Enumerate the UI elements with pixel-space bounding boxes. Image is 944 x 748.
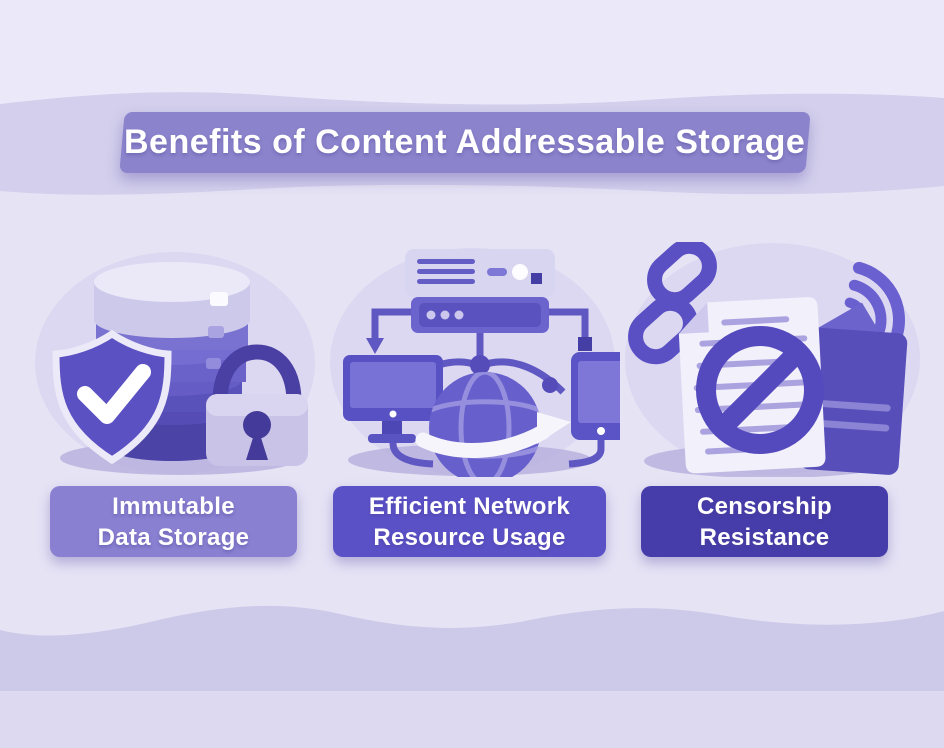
label-line: Resource Usage (373, 523, 566, 551)
dark-card-icon (798, 302, 908, 475)
label-line: Data Storage (97, 523, 250, 551)
server-icon (405, 249, 555, 333)
benefit-label-censorship-resistance: Censorship Resistance (641, 486, 888, 557)
monitor-icon (343, 355, 443, 443)
label-line: Efficient Network (368, 492, 571, 520)
connector-node (578, 337, 592, 351)
globe-icon (415, 372, 571, 477)
network-node (470, 355, 490, 375)
shield-check-icon (52, 329, 172, 465)
database-shield-lock-icon (52, 262, 308, 475)
server-devices-globe-icon (343, 249, 620, 477)
swoosh-arrowhead-icon (537, 412, 571, 444)
swoosh-arrow-icon (415, 424, 551, 458)
broken-chain-blocked-document-icon (628, 242, 908, 477)
label-line: Resistance (699, 523, 830, 551)
benefit-label-immutable-data-storage: Immutable Data Storage (50, 486, 297, 557)
tablet-icon (571, 352, 620, 440)
label-line: Censorship (696, 492, 833, 520)
prohibition-icon (696, 326, 824, 454)
label-line: Immutable (112, 492, 235, 520)
page-title: Benefits of Content Addressable Storage (124, 123, 806, 161)
padlock-icon (206, 344, 308, 466)
arrow-down-icon (366, 338, 384, 354)
network-node (542, 377, 558, 393)
title-banner: Benefits of Content Addressable Storage (119, 112, 811, 173)
broken-chain-icon (628, 242, 717, 365)
benefit-label-efficient-network-resource-usage: Efficient Network Resource Usage (333, 486, 606, 557)
